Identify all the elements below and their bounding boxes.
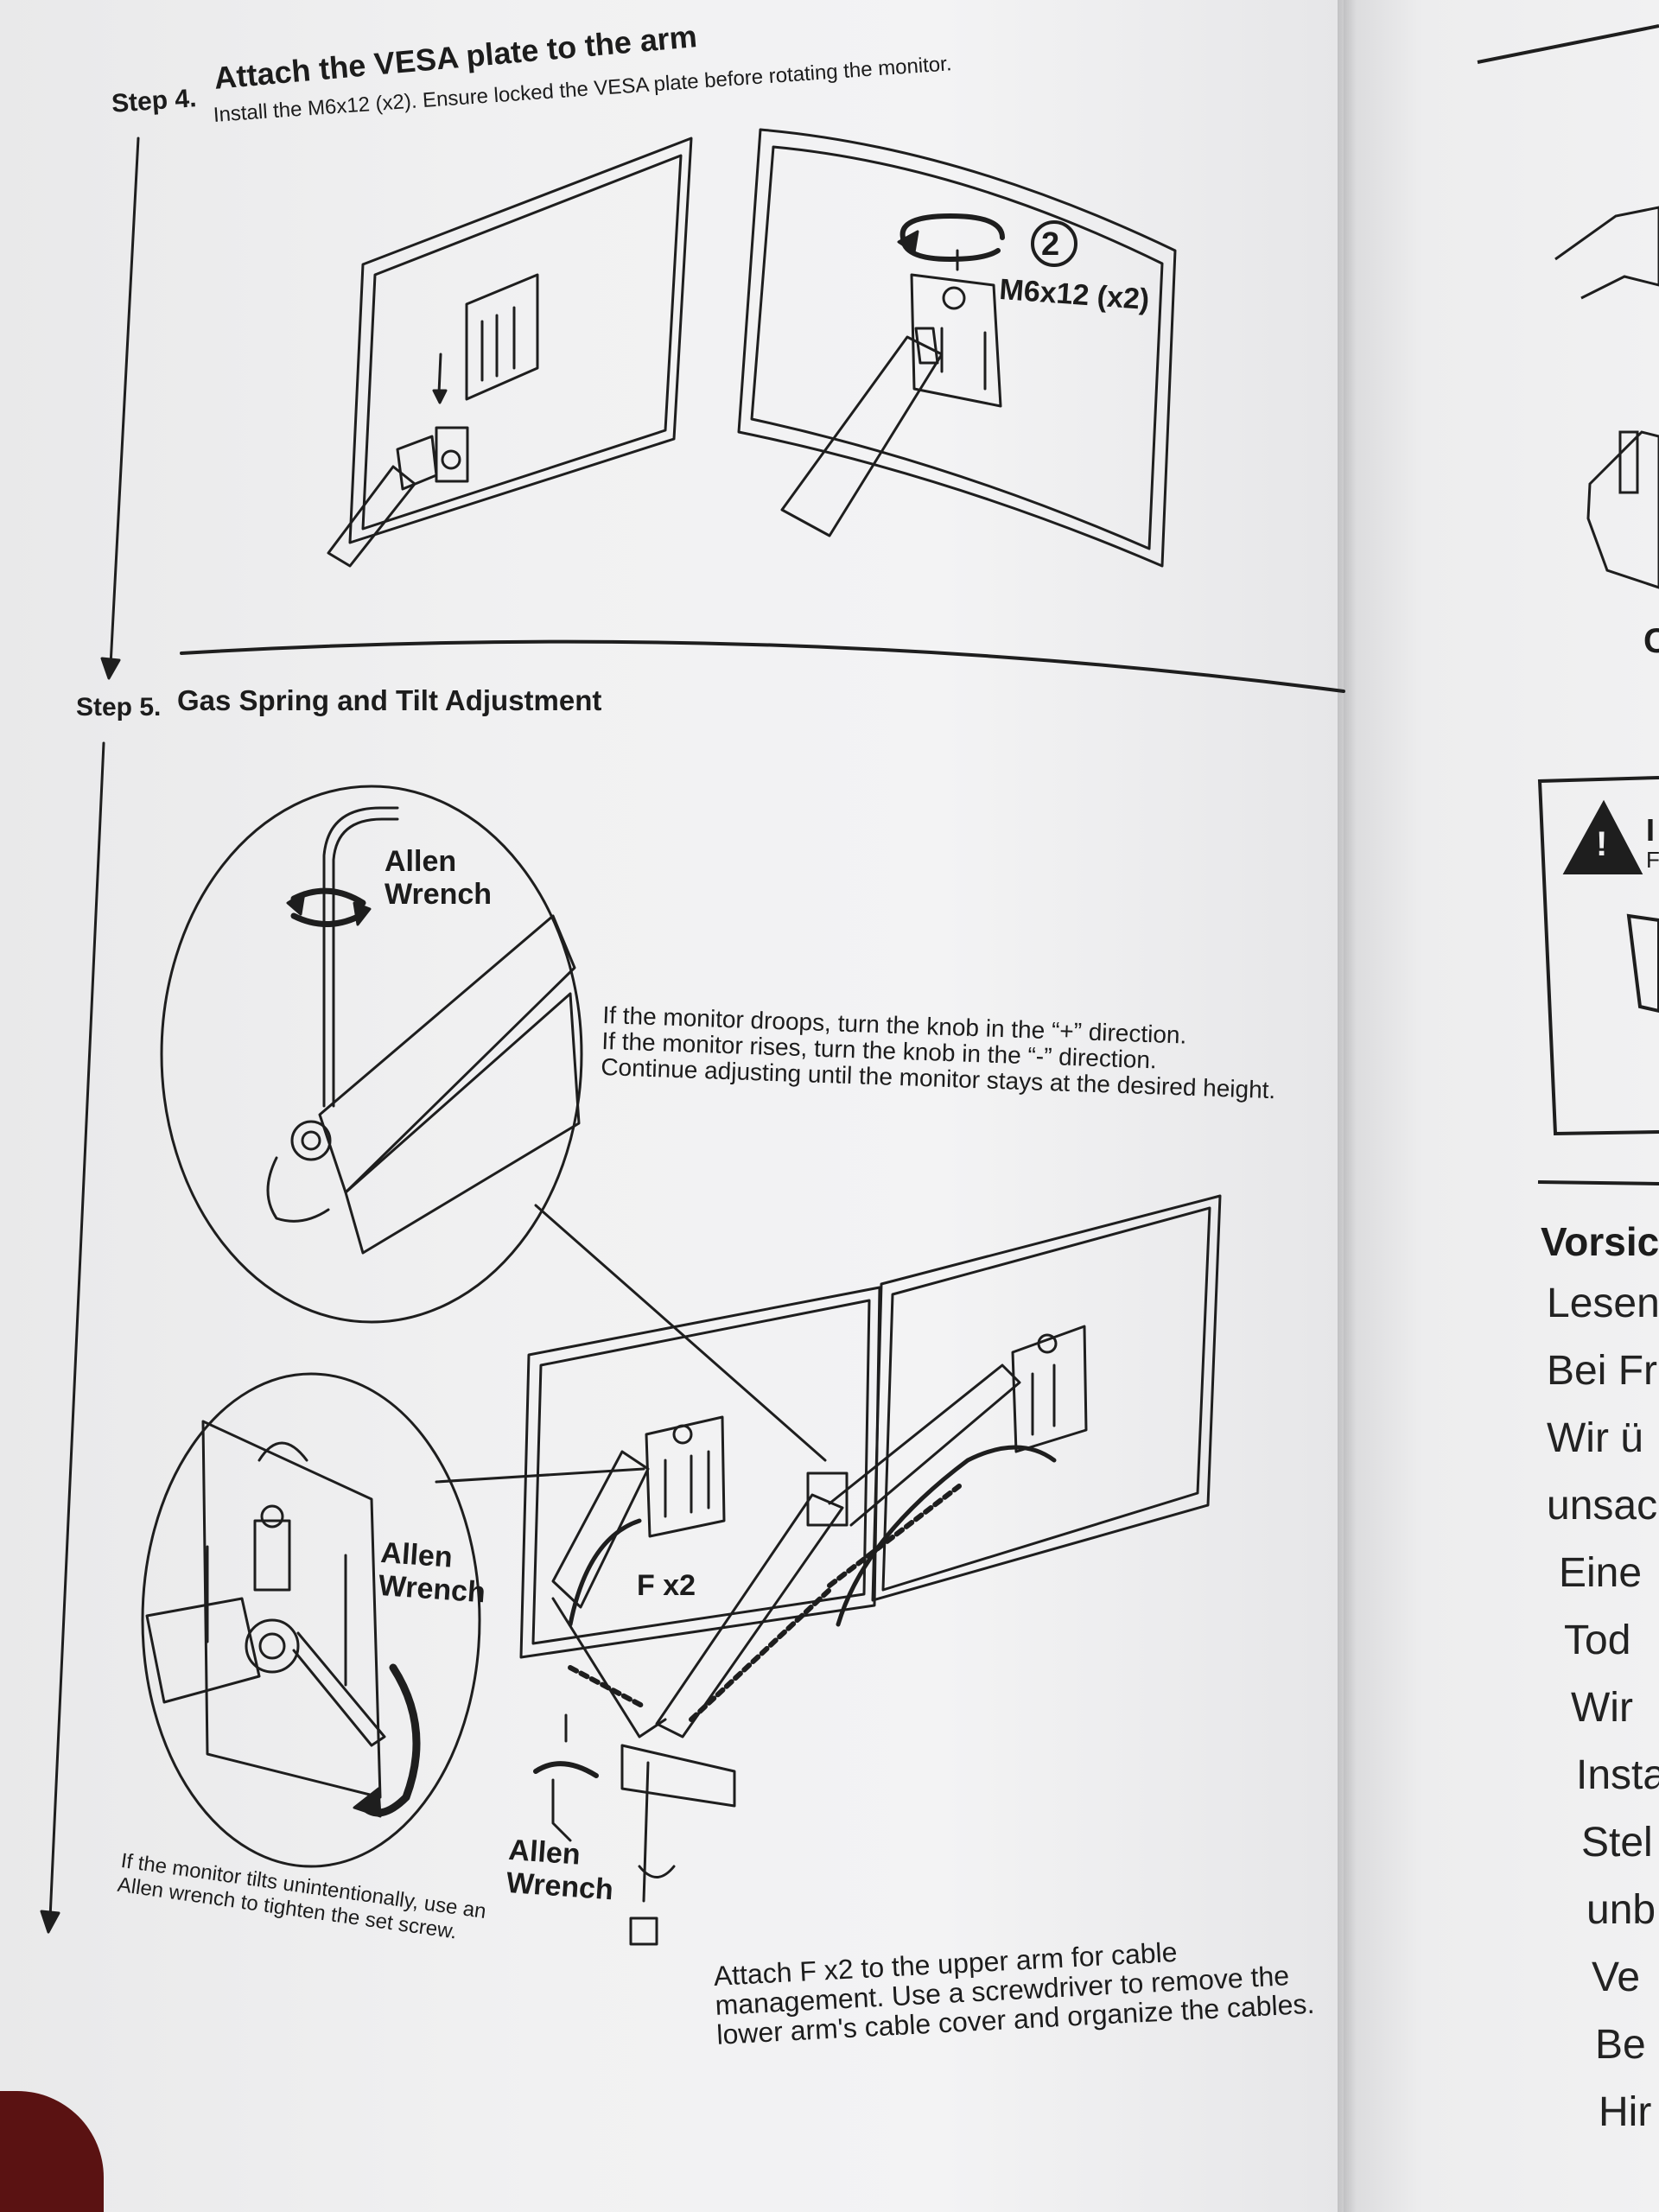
right-line: Hir — [1599, 2089, 1652, 2135]
warning-exclamation-icon: ! — [1596, 825, 1608, 863]
step5-flow-arrow — [40, 741, 105, 1934]
step4-label: Step 4. — [111, 84, 198, 118]
allen-wrench-label-top: Allen Wrench — [385, 845, 493, 911]
step4-callout-number: 2 — [1041, 226, 1060, 263]
right-line: Insta — [1576, 1752, 1659, 1798]
right-line: Stel — [1581, 1820, 1653, 1866]
right-page-stray-letter: C — [1643, 622, 1659, 660]
right-line: Tod — [1564, 1618, 1631, 1663]
step4-flow-arrow — [100, 137, 140, 680]
dual-monitor-assembly — [519, 1194, 1222, 1946]
right-line: Wir — [1571, 1685, 1633, 1731]
tilt-detail-circle — [141, 1372, 645, 1868]
step5-title: Gas Spring and Tilt Adjustment — [177, 684, 602, 716]
cable-lines — [568, 1445, 1057, 1627]
right-page-fragments — [1554, 206, 1659, 589]
gas-spring-detail-circle — [160, 785, 827, 1462]
cable-chain — [568, 1484, 962, 1722]
manual-page-right — [1344, 0, 1659, 2212]
manual-page-left — [0, 0, 1348, 2212]
right-line: Be — [1595, 2022, 1646, 2068]
step4-monitor-right — [737, 128, 1177, 568]
f-x2-label: F x2 — [637, 1569, 696, 1602]
right-line: Eine — [1559, 1550, 1643, 1596]
allen-wrench-label-bottom: Allen Wrench — [505, 1834, 615, 1907]
step4-monitor-left — [327, 137, 693, 568]
allen-wrench-label-mid: Allen Wrench — [377, 1536, 487, 1610]
right-line: unsac — [1547, 1483, 1658, 1529]
warning-box — [1477, 24, 1659, 1185]
warning-letter-1: I — [1646, 812, 1656, 848]
right-line: Ve — [1592, 1955, 1641, 2000]
right-page-heading: Vorsic — [1541, 1219, 1659, 1264]
right-line: Bei Fr — [1547, 1348, 1658, 1394]
right-line: unb — [1586, 1887, 1656, 1933]
step5-label: Step 5. — [76, 693, 162, 721]
right-line: Wir ü — [1547, 1415, 1643, 1461]
right-page-text-lines: Lesen Bei Fr Wir ü unsac Eine Tod Wir In… — [1547, 1270, 1659, 2146]
warning-letter-2: F — [1646, 847, 1659, 873]
page-fold-shadow — [1338, 0, 1357, 2212]
section-divider — [180, 639, 1345, 693]
right-line: Lesen — [1547, 1281, 1659, 1326]
